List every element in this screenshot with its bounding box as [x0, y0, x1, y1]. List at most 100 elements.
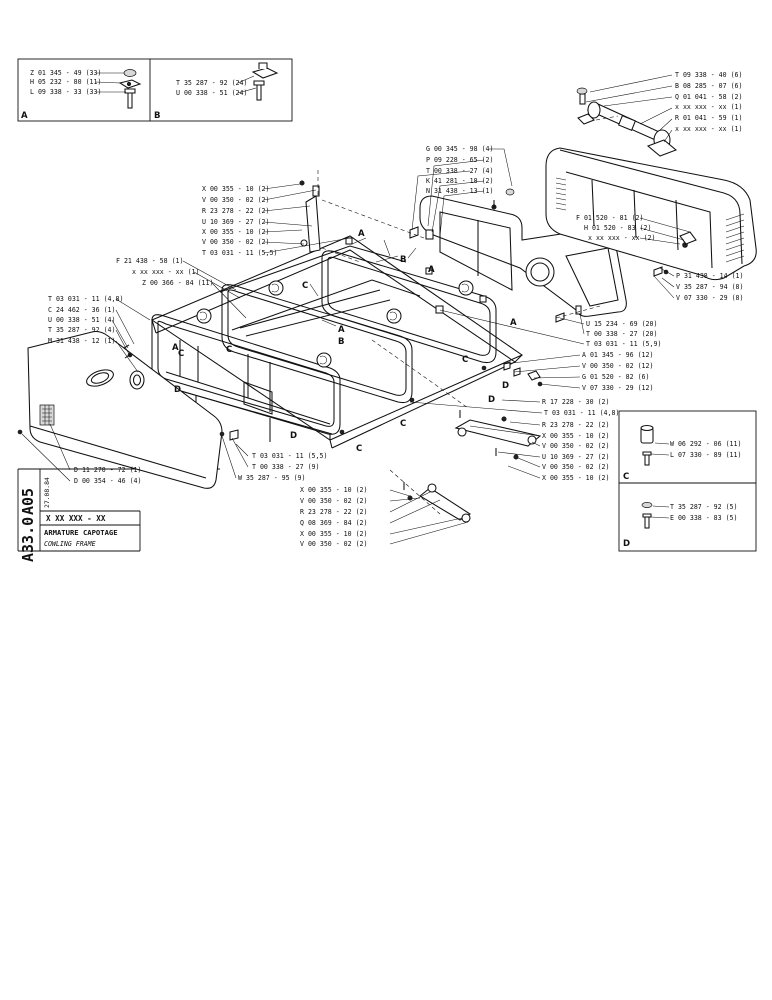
part-label: D 00 354 - 46 (4): [74, 477, 142, 485]
part-label: P 31 438 - 14 (1): [676, 272, 744, 280]
inset-a-label-3: L 09 338 - 33 (33): [30, 88, 101, 96]
inset-a-parts: [118, 69, 142, 109]
callout-a: A: [510, 318, 517, 328]
side-cowl-panel: [419, 195, 627, 317]
part-label: G 01 520 - 82 (6): [582, 373, 650, 381]
part-label: T 03 031 - 11 (5,9): [586, 340, 661, 348]
part-label: H 01 520 - 83 (2): [584, 224, 652, 232]
title-fr: ARMATURE CAPOTAGE: [44, 528, 118, 537]
callout-b: B: [400, 255, 406, 265]
part-labels: T 09 338 - 40 (6) B 08 285 - 07 (6) Q 01…: [48, 71, 744, 548]
part-label: K 41 281 - 18 (2): [426, 177, 494, 185]
callout-c: C: [462, 355, 468, 365]
part-label: C 24 462 - 36 (1): [48, 306, 116, 314]
sheet-number-left: A05: [19, 488, 37, 515]
callout-a: A: [358, 229, 365, 239]
inset-c-d: C D W 06 292 - 06 (11) L 07 330 - 89 (11…: [618, 410, 757, 552]
callout-letters: A B A C A B C A C D A C D D C D C: [172, 229, 517, 454]
inset-c-d-frame: [618, 410, 757, 552]
title-en: COWLING FRAME: [44, 540, 96, 548]
callout-a: A: [428, 265, 435, 275]
callout-d: D: [502, 381, 509, 391]
inset-d-label-2: E 00 338 - 83 (5): [670, 514, 738, 522]
part-label: P 09 228 - 65 (2): [426, 156, 494, 164]
part-label: X 00 355 - 10 (2): [202, 228, 270, 236]
part-label: W 35 287 - 95 (9): [238, 474, 306, 482]
part-label: V 00 350 - 02 (2): [202, 196, 270, 204]
callout-c: C: [400, 419, 406, 429]
inset-c-label-1: W 06 292 - 06 (11): [670, 440, 741, 448]
front-panel: [27, 330, 223, 489]
part-label: F 01 520 - 81 (2): [576, 214, 644, 222]
hinge-rods: [576, 87, 697, 277]
part-label: R 01 041 - 59 (1): [675, 114, 743, 122]
inset-a-label-1: Z 01 345 - 49 (33): [30, 69, 101, 77]
part-label: R 23 278 - 22 (2): [202, 207, 270, 215]
part-label: X 00 355 - 10 (2): [542, 432, 610, 440]
part-label: R 23 278 - 22 (2): [542, 421, 610, 429]
sheet-number-right: A33.0: [19, 517, 37, 562]
inset-c-label-2: L 07 330 - 89 (11): [670, 451, 741, 459]
part-label: T 00 338 - 27 (9): [252, 463, 320, 471]
part-label: x xx xxx - xx (1): [675, 103, 743, 111]
part-label: G 00 345 - 98 (4): [426, 145, 494, 153]
callout-d: D: [174, 385, 181, 395]
title-block: A05 A33.0 27.08.84 X XX XXX - XX ARMATUR…: [17, 468, 220, 562]
part-label: D 11 270 - 72 (1): [74, 466, 142, 474]
part-label: A 01 345 - 96 (12): [582, 351, 653, 359]
part-label: V 35 287 - 94 (8): [676, 283, 744, 291]
gas-struts: [299, 180, 542, 523]
inset-d-label-1: T 35 287 - 92 (5): [670, 503, 738, 511]
part-label: F 21 438 - 58 (1): [116, 257, 184, 265]
inset-b-label-2: U 00 338 - 51 (24): [176, 89, 247, 97]
part-label: T 00 338 - 27 (20): [586, 330, 657, 338]
leader-lines: [21, 74, 691, 545]
inset-b-parts: [251, 62, 279, 101]
part-label: V 00 350 - 02 (2): [542, 442, 610, 450]
callout-d: D: [488, 395, 495, 405]
part-label: V 00 350 - 02 (2): [300, 497, 368, 505]
part-label: T 03 031 - 11 (4,8): [48, 295, 123, 303]
part-label: U 00 338 - 51 (4): [48, 316, 116, 324]
part-label: V 07 330 - 29 (8): [676, 294, 744, 302]
part-label: T 35 287 - 92 (4): [48, 326, 116, 334]
alignment-lines: [317, 115, 619, 515]
part-label: X 00 355 - 10 (2): [202, 185, 270, 193]
part-label: M 31 438 - 12 (1): [48, 337, 116, 345]
part-label: T 09 338 - 40 (6): [675, 71, 743, 79]
part-label: T 00 338 - 27 (4): [426, 167, 494, 175]
inset-a-letter: A: [21, 111, 28, 121]
callout-c: C: [178, 349, 184, 359]
part-label: T 03 031 - 11 (4,8): [544, 409, 619, 417]
callout-d: D: [290, 431, 297, 441]
part-label: Z 00 366 - 84 (11): [142, 279, 213, 287]
inset-a-label-2: H 05 232 - 80 (11): [30, 78, 101, 86]
callout-c: C: [226, 345, 232, 355]
part-label: T 03 031 - 11 (5,5): [252, 452, 327, 460]
part-label: R 17 228 - 30 (2): [542, 398, 610, 406]
callout-c: C: [356, 444, 362, 454]
part-label: B 08 285 - 07 (6): [675, 82, 743, 90]
part-label: V 00 350 - 02 (2): [542, 463, 610, 471]
part-label: Q 08 369 - 84 (2): [300, 519, 368, 527]
part-label: U 10 369 - 27 (2): [202, 218, 270, 226]
part-label: U 10 369 - 27 (2): [542, 453, 610, 461]
inset-c-letter: C: [623, 472, 629, 482]
part-label: T 03 031 - 11 (5,5): [202, 249, 277, 257]
part-label: X 00 355 - 10 (2): [300, 530, 368, 538]
part-label: V 07 330 - 29 (12): [582, 384, 653, 392]
part-label: X 00 355 - 10 (2): [542, 474, 610, 482]
inset-d-letter: D: [623, 539, 630, 549]
part-label: N 31 438 - 13 (1): [426, 187, 494, 195]
part-label: R 23 278 - 22 (2): [300, 508, 368, 516]
rear-cowl: [545, 147, 757, 281]
callout-b: B: [338, 337, 344, 347]
part-label: V 00 350 - 02 (2): [202, 238, 270, 246]
callout-c: C: [302, 281, 308, 291]
sheet-date: 27.08.84: [43, 477, 51, 508]
part-label: V 00 350 - 02 (2): [300, 540, 368, 548]
inset-a-b: A B Z 01 345 - 49 (33) H 05 232 - 80 (11…: [17, 58, 293, 122]
part-label: Q 01 041 - 58 (2): [675, 93, 743, 101]
inset-a-b-frame: [17, 58, 293, 122]
